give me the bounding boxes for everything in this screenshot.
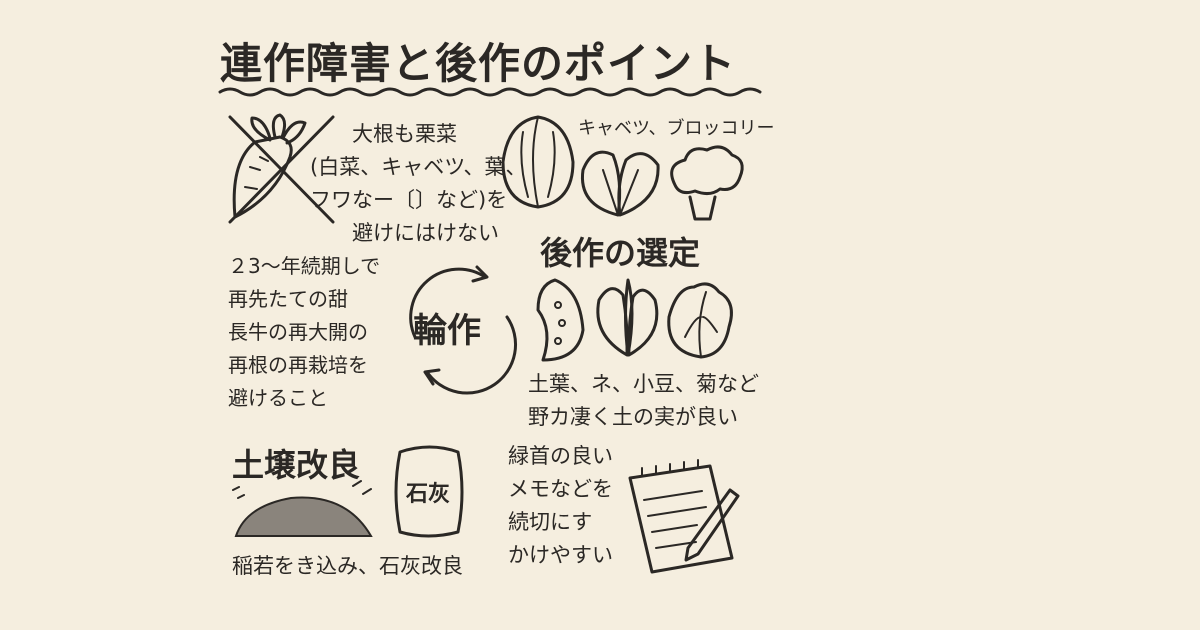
rotation-text: ２3〜年続期しで 再先たての甜 長牛の再大開の 再根の再栽培を 避けること [228,250,380,415]
brassica-label: キャベツ、ブロッコリー [578,118,775,139]
rotation-line-3: 長牛の再大開の [228,320,368,344]
leafy-green-icon [580,150,660,217]
rotation-line-1: ２3〜年続期しで [228,254,381,278]
title-underline [218,87,762,97]
rotation-line-5: 避けること [228,386,328,410]
notes-line-4: かけやすい [508,543,613,567]
warning-line-2: (白菜、キャベツ、葉、 [310,155,527,179]
compost-pile-icon [232,480,373,537]
notes-line-1: 緑首の良い [508,444,613,468]
lime-bag-icon [394,445,464,538]
lettuce-icon [667,282,733,359]
warning-line-4: 避けにはけない [352,221,499,245]
crossed-daikon-icon [228,113,335,224]
notepad-pencil-icon [628,459,740,574]
successor-line-2: 野カ凄く土の実が良い [528,405,738,429]
rotation-line-2: 再先たての甜 [228,287,348,311]
successor-text: 土葉、ネ、小豆、菊など 野カ凄く土の実が良い [528,368,759,434]
soil-heading: 土壌改良 [232,446,361,484]
notes-text: 緑首の良い メモなどを 続切にす かけやすい [508,440,613,572]
page-title: 連作障害と後作のポイント [220,39,737,88]
successor-line-1: 土葉、ネ、小豆、菊など [528,372,759,396]
notes-line-2: メモなどを [508,477,613,501]
chinese-cabbage-icon [501,115,575,209]
warning-line-3: フワなー〔〕など)を [310,188,508,212]
soil-caption: 稲若をき込み、石灰改良 [232,554,463,578]
rotation-center-label: 輪作 [413,311,481,351]
rotation-cycle-icon [409,265,518,395]
notes-line-3: 続切にす [508,510,593,534]
lime-bag-label: 石灰 [406,482,451,507]
rotation-line-4: 再根の再栽培を [228,353,368,377]
warning-line-1: 大根も栗菜 [352,122,457,146]
spinach-icon [596,278,659,357]
warning-text: 大根も栗菜 (白菜、キャベツ、葉、 フワなー〔〕など)を 避けにはけない [310,118,527,250]
successor-heading: 後作の選定 [540,234,701,272]
broccoli-icon [670,145,744,221]
bean-pod-icon [536,278,585,362]
